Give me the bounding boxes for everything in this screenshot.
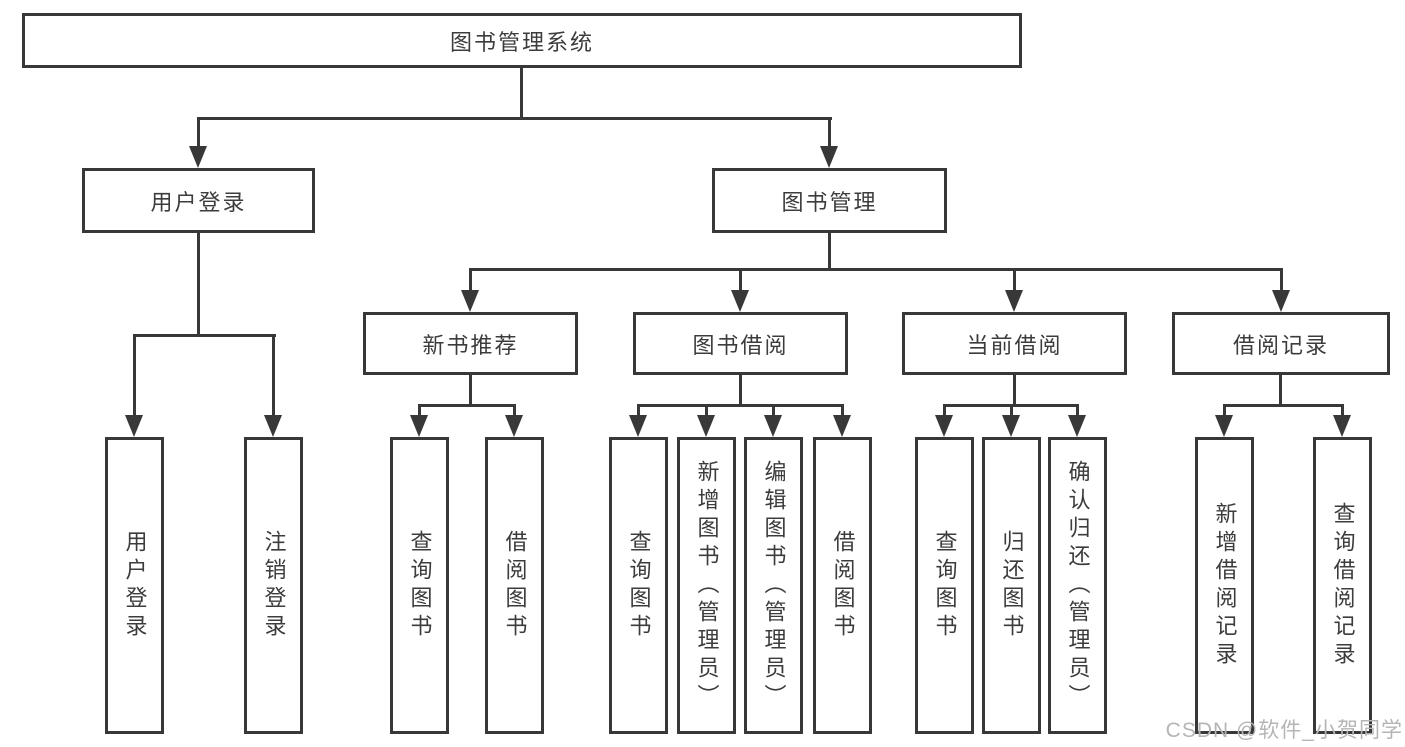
- connector-arrow-records-add: [1215, 404, 1233, 437]
- connector-borrowing-stub: [739, 374, 742, 407]
- connector-arrow-borrowing-records: [1272, 268, 1290, 312]
- connector-book-management-stub: [828, 232, 831, 271]
- node-book-borrowing: 图书借阅: [633, 312, 848, 375]
- node-borrowing-records-label: 借阅记录: [1232, 332, 1329, 358]
- connector-recommend-hline: [418, 404, 516, 407]
- leaf-edit-books-admin: 编辑图书（管理员）: [744, 437, 803, 734]
- leaf-borrow-books: 借阅图书: [813, 437, 872, 734]
- leaf-query-books-borrowing-label: 查询图书: [626, 529, 652, 642]
- leaf-borrow-books-recommend-label: 借阅图书: [502, 529, 528, 642]
- csdn-watermark: CSDN @软件_小贺同学: [1165, 719, 1403, 742]
- leaf-confirm-return-admin-label: 确认归还（管理员）: [1065, 459, 1091, 712]
- connector-arrow-current-borrowing: [1005, 268, 1023, 312]
- leaf-query-books-recommend-label: 查询图书: [407, 529, 433, 642]
- leaf-logout-label: 注销登录: [261, 529, 287, 642]
- leaf-borrow-books-label: 借阅图书: [830, 529, 856, 642]
- connector-arrow-current-return: [1002, 404, 1020, 437]
- connector-arrow-leaf-user-login: [125, 334, 143, 437]
- node-book-management: 图书管理: [712, 168, 947, 233]
- connector-root-hline: [197, 117, 832, 120]
- connector-arrow-new-book-recommend: [461, 268, 479, 312]
- leaf-confirm-return-admin: 确认归还（管理员）: [1048, 437, 1107, 734]
- connector-root-stub: [520, 68, 523, 120]
- leaf-user-login: 用户登录: [105, 437, 164, 734]
- connector-arrow-book-borrowing: [731, 268, 749, 312]
- connector-current-stub: [1013, 374, 1016, 407]
- connector-arrow-leaf-logout: [264, 334, 282, 437]
- connector-arrow-borrowing-query: [629, 404, 647, 437]
- connector-records-stub: [1279, 374, 1282, 407]
- connector-borrowing-hline: [637, 404, 844, 407]
- connector-arrow-borrowing-add: [697, 404, 715, 437]
- node-user-login-label: 用户登录: [150, 189, 247, 215]
- connector-arrow-borrowing-borrow: [833, 404, 851, 437]
- node-book-management-label: 图书管理: [781, 189, 878, 215]
- node-library-system: 图书管理系统: [22, 13, 1022, 68]
- node-library-system-label: 图书管理系统: [449, 29, 594, 55]
- connector-records-hline: [1223, 404, 1344, 407]
- node-new-book-recommend: 新书推荐: [363, 312, 578, 375]
- node-current-borrowing-label: 当前借阅: [966, 332, 1063, 358]
- connector-user-login-stub: [197, 232, 200, 337]
- leaf-query-borrow-record: 查询借阅记录: [1313, 437, 1372, 734]
- connector-arrow-user-login: [189, 117, 207, 168]
- connector-arrow-book-management: [820, 117, 838, 168]
- leaf-borrow-books-recommend: 借阅图书: [485, 437, 544, 734]
- leaf-add-borrow-record: 新增借阅记录: [1195, 437, 1254, 734]
- node-user-login: 用户登录: [82, 168, 315, 233]
- connector-arrow-current-confirm: [1068, 404, 1086, 437]
- connector-arrow-recommend-borrow: [505, 404, 523, 437]
- node-new-book-recommend-label: 新书推荐: [422, 332, 519, 358]
- leaf-query-books-recommend: 查询图书: [390, 437, 449, 734]
- node-current-borrowing: 当前借阅: [902, 312, 1127, 375]
- node-book-borrowing-label: 图书借阅: [692, 332, 789, 358]
- leaf-add-books-admin-label: 新增图书（管理员）: [694, 459, 720, 712]
- leaf-add-books-admin: 新增图书（管理员）: [677, 437, 736, 734]
- leaf-query-books-current-label: 查询图书: [932, 529, 958, 642]
- node-borrowing-records: 借阅记录: [1172, 312, 1390, 375]
- leaf-add-borrow-record-label: 新增借阅记录: [1212, 501, 1238, 670]
- leaf-query-books-borrowing: 查询图书: [609, 437, 668, 734]
- leaf-query-borrow-record-label: 查询借阅记录: [1330, 501, 1356, 670]
- leaf-query-books-current: 查询图书: [915, 437, 974, 734]
- connector-arrow-current-query: [935, 404, 953, 437]
- connector-user-login-hline: [133, 334, 276, 337]
- connector-arrow-recommend-query: [410, 404, 428, 437]
- connector-recommend-stub: [469, 374, 472, 407]
- leaf-edit-books-admin-label: 编辑图书（管理员）: [761, 459, 787, 712]
- connector-book-management-hline: [469, 268, 1283, 271]
- connector-arrow-borrowing-edit: [764, 404, 782, 437]
- connector-arrow-records-query: [1333, 404, 1351, 437]
- leaf-return-books-label: 归还图书: [999, 529, 1025, 642]
- leaf-user-login-label: 用户登录: [122, 529, 148, 642]
- leaf-logout: 注销登录: [244, 437, 303, 734]
- leaf-return-books: 归还图书: [982, 437, 1041, 734]
